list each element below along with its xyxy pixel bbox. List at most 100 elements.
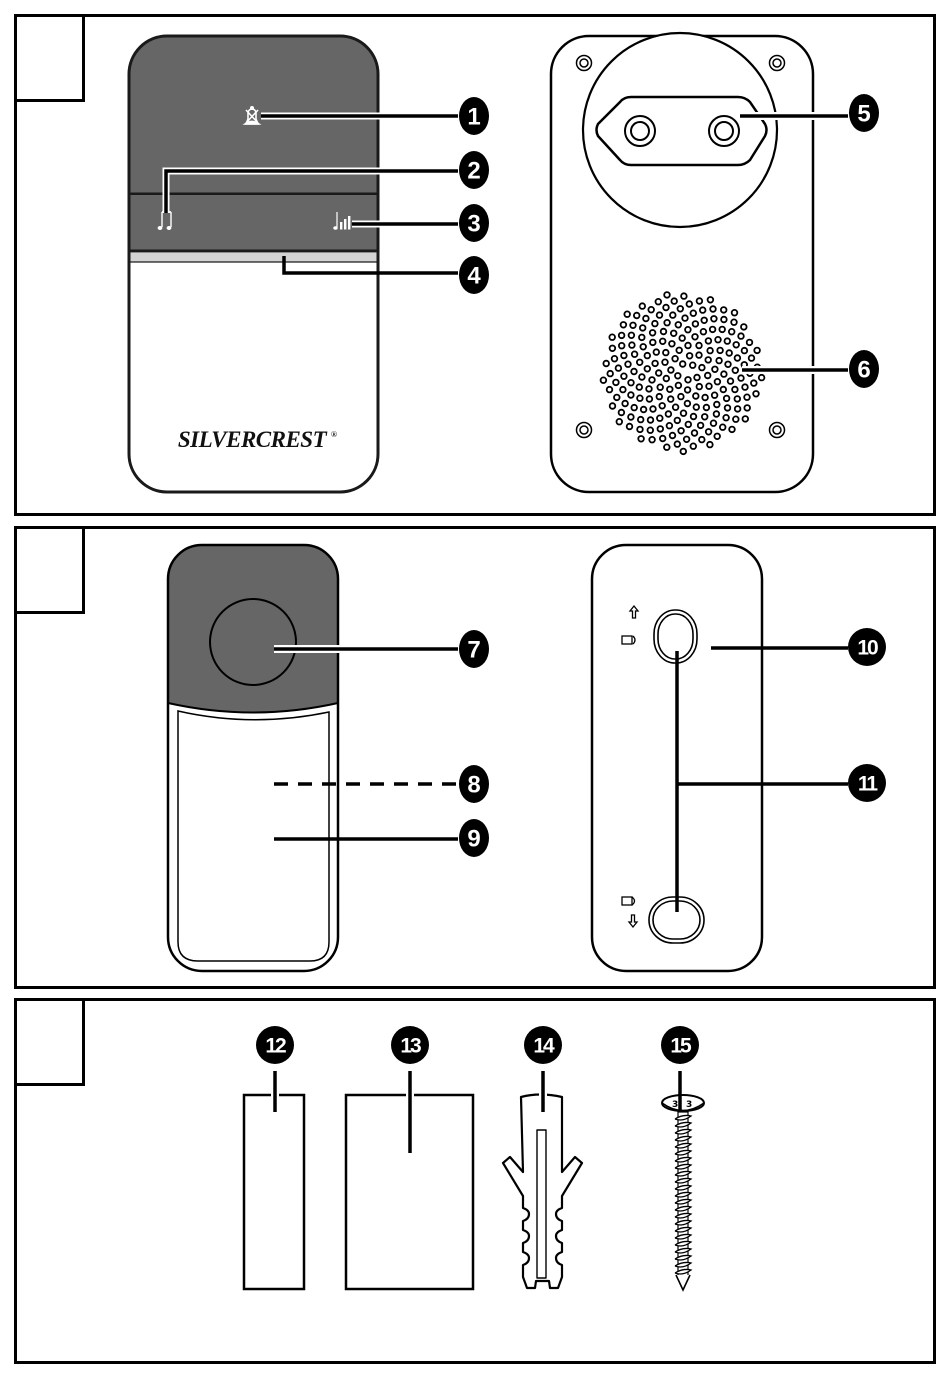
- speaker-hole: [620, 387, 626, 393]
- svg-text:9: 9: [467, 826, 480, 853]
- speaker-hole: [631, 405, 637, 411]
- speaker-hole: [616, 365, 622, 371]
- callout-badge-12: 12: [256, 1026, 294, 1064]
- power-plug: [597, 97, 767, 165]
- speaker-hole: [721, 317, 727, 323]
- speaker-hole: [628, 392, 634, 398]
- speaker-hole: [685, 387, 691, 393]
- speaker-hole: [706, 383, 712, 389]
- speaker-hole: [668, 396, 674, 402]
- speaker-hole: [751, 380, 757, 386]
- callout-badge-7: 7: [459, 630, 489, 668]
- callout-badge-9: 9: [459, 819, 489, 857]
- speaker-hole: [629, 333, 635, 339]
- speaker-hole: [670, 312, 676, 318]
- speaker-hole: [621, 322, 627, 328]
- speaker-hole: [619, 343, 625, 349]
- speaker-hole: [660, 436, 666, 442]
- speaker-hole: [660, 339, 666, 345]
- speaker-hole: [664, 444, 670, 450]
- screw: 3 3: [662, 1095, 704, 1290]
- callout-badge-2: 2: [459, 151, 489, 189]
- svg-text:8: 8: [467, 772, 480, 799]
- speaker-hole: [648, 417, 654, 423]
- speaker-hole: [720, 424, 726, 430]
- double-sided-tape-small: [244, 1095, 304, 1289]
- speaker-hole: [621, 373, 627, 379]
- speaker-hole: [706, 338, 712, 344]
- speaker-hole: [673, 404, 679, 410]
- speaker-hole: [640, 344, 646, 350]
- speaker-hole: [744, 405, 750, 411]
- svg-text:2: 2: [467, 158, 480, 185]
- speaker-hole: [700, 307, 706, 313]
- speaker-hole: [649, 437, 655, 443]
- speaker-hole: [637, 360, 643, 366]
- receiver-front: SILVERCREST ®: [129, 36, 378, 492]
- speaker-hole: [721, 387, 727, 393]
- svg-text:3: 3: [467, 211, 480, 238]
- speaker-hole: [613, 380, 619, 386]
- speaker-hole: [607, 387, 613, 393]
- speaker-hole: [708, 297, 714, 303]
- speaker-hole: [715, 337, 721, 343]
- speaker-hole: [647, 396, 653, 402]
- speaker-hole: [702, 414, 708, 420]
- speaker-hole: [732, 387, 738, 393]
- speaker-hole: [692, 334, 698, 340]
- speaker-hole: [614, 395, 620, 401]
- speaker-hole: [650, 330, 656, 336]
- speaker-hole: [652, 361, 658, 367]
- speaker-hole: [609, 334, 615, 340]
- speaker-hole: [711, 420, 717, 426]
- callout-badge-3: 3: [459, 204, 489, 242]
- speaker-hole: [670, 433, 676, 439]
- plug-pin-right: [709, 116, 739, 146]
- speaker-hole: [692, 430, 698, 436]
- speaker-hole: [663, 350, 669, 356]
- speaker-hole: [675, 418, 681, 424]
- speaker-hole: [610, 346, 616, 352]
- speaker-hole: [735, 396, 741, 402]
- speaker-hole: [678, 394, 684, 400]
- speaker-hole: [759, 375, 765, 381]
- speaker-hole: [702, 395, 708, 401]
- speaker-hole: [648, 427, 654, 433]
- speaker-hole: [628, 380, 634, 386]
- speaker-hole: [728, 378, 734, 384]
- speaker-hole: [687, 301, 693, 307]
- bell-push-button[interactable]: [210, 599, 296, 685]
- speaker-hole: [664, 292, 670, 298]
- svg-text:7: 7: [467, 637, 480, 664]
- speaker-hole: [729, 329, 735, 335]
- speaker-hole: [671, 331, 677, 337]
- speaker-hole: [656, 299, 662, 305]
- speaker-hole: [715, 379, 721, 385]
- callout-badge-15: 15: [661, 1026, 699, 1064]
- speaker-hole: [753, 391, 759, 397]
- speaker-hole: [617, 419, 623, 425]
- speaker-hole: [735, 406, 741, 412]
- callout-badge-8: 8: [459, 765, 489, 803]
- svg-text:1: 1: [467, 104, 480, 131]
- corner-screw: [577, 56, 592, 71]
- speaker-hole: [698, 423, 704, 429]
- speaker-hole: [680, 361, 686, 367]
- speaker-hole: [624, 311, 630, 317]
- callout-badge-6: 6: [849, 350, 879, 388]
- callout-badge-4: 4: [459, 256, 489, 294]
- speaker-hole: [669, 341, 675, 347]
- speaker-hole: [742, 348, 748, 354]
- speaker-hole: [645, 366, 651, 372]
- speaker-hole: [699, 365, 705, 371]
- callout-badge-5: 5: [849, 94, 879, 132]
- speaker-hole: [650, 340, 656, 346]
- callout-badge-14: 14: [524, 1026, 562, 1064]
- speaker-hole: [685, 327, 691, 333]
- speaker-hole: [694, 404, 700, 410]
- speaker-hole: [671, 298, 677, 304]
- speaker-hole: [658, 426, 664, 432]
- speaker-hole: [682, 315, 688, 321]
- speaker-hole: [657, 384, 663, 390]
- speaker-hole: [650, 406, 656, 412]
